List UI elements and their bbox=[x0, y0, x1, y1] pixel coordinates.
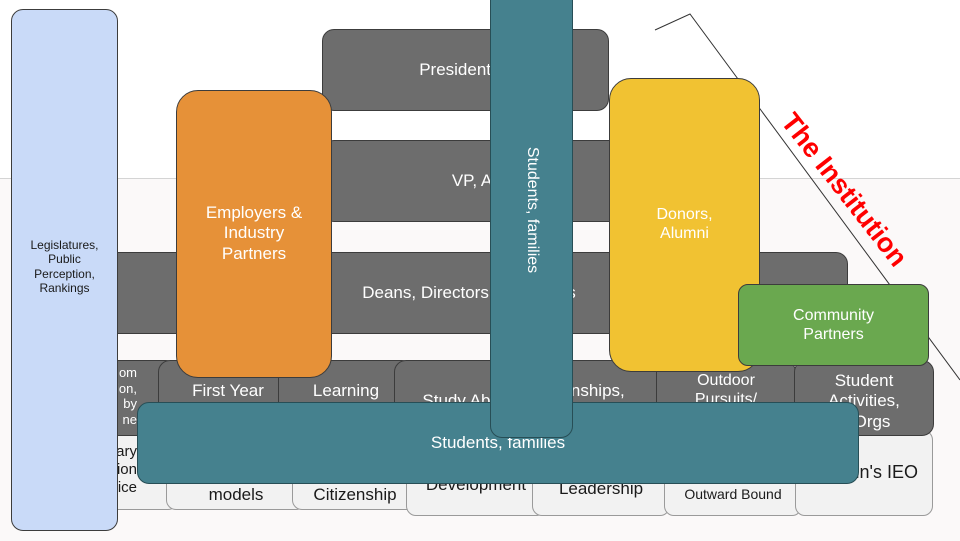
legislatures-label: Legislatures, Public Perception, Ranking… bbox=[30, 238, 99, 296]
employers-label: Employers & Industry Partners bbox=[205, 203, 303, 263]
citizenship-label: Citizenship bbox=[313, 484, 397, 504]
learning-label: Learning bbox=[312, 381, 380, 400]
internships-label: rnships, bbox=[565, 381, 625, 400]
legislatures-box: Legislatures, Public Perception, Ranking… bbox=[11, 9, 118, 531]
employers-box: Employers & Industry Partners bbox=[176, 90, 332, 378]
classroom-label: om ion, by ne bbox=[116, 365, 137, 427]
donors-box: Donors, Alumni bbox=[609, 78, 760, 372]
community-label: Community Partners bbox=[793, 306, 874, 343]
students-vertical-box: Students, families bbox=[490, 0, 573, 438]
models-label: models bbox=[208, 484, 264, 504]
donors-label: Donors, Alumni bbox=[656, 206, 713, 243]
first-year-label: First Year bbox=[192, 381, 264, 400]
outward-bound-label: Outward Bound bbox=[684, 486, 782, 503]
ieo-label: tin's IEO bbox=[850, 462, 918, 483]
students-vertical-label: Students, families bbox=[523, 146, 541, 274]
community-box: Community Partners bbox=[738, 284, 929, 366]
